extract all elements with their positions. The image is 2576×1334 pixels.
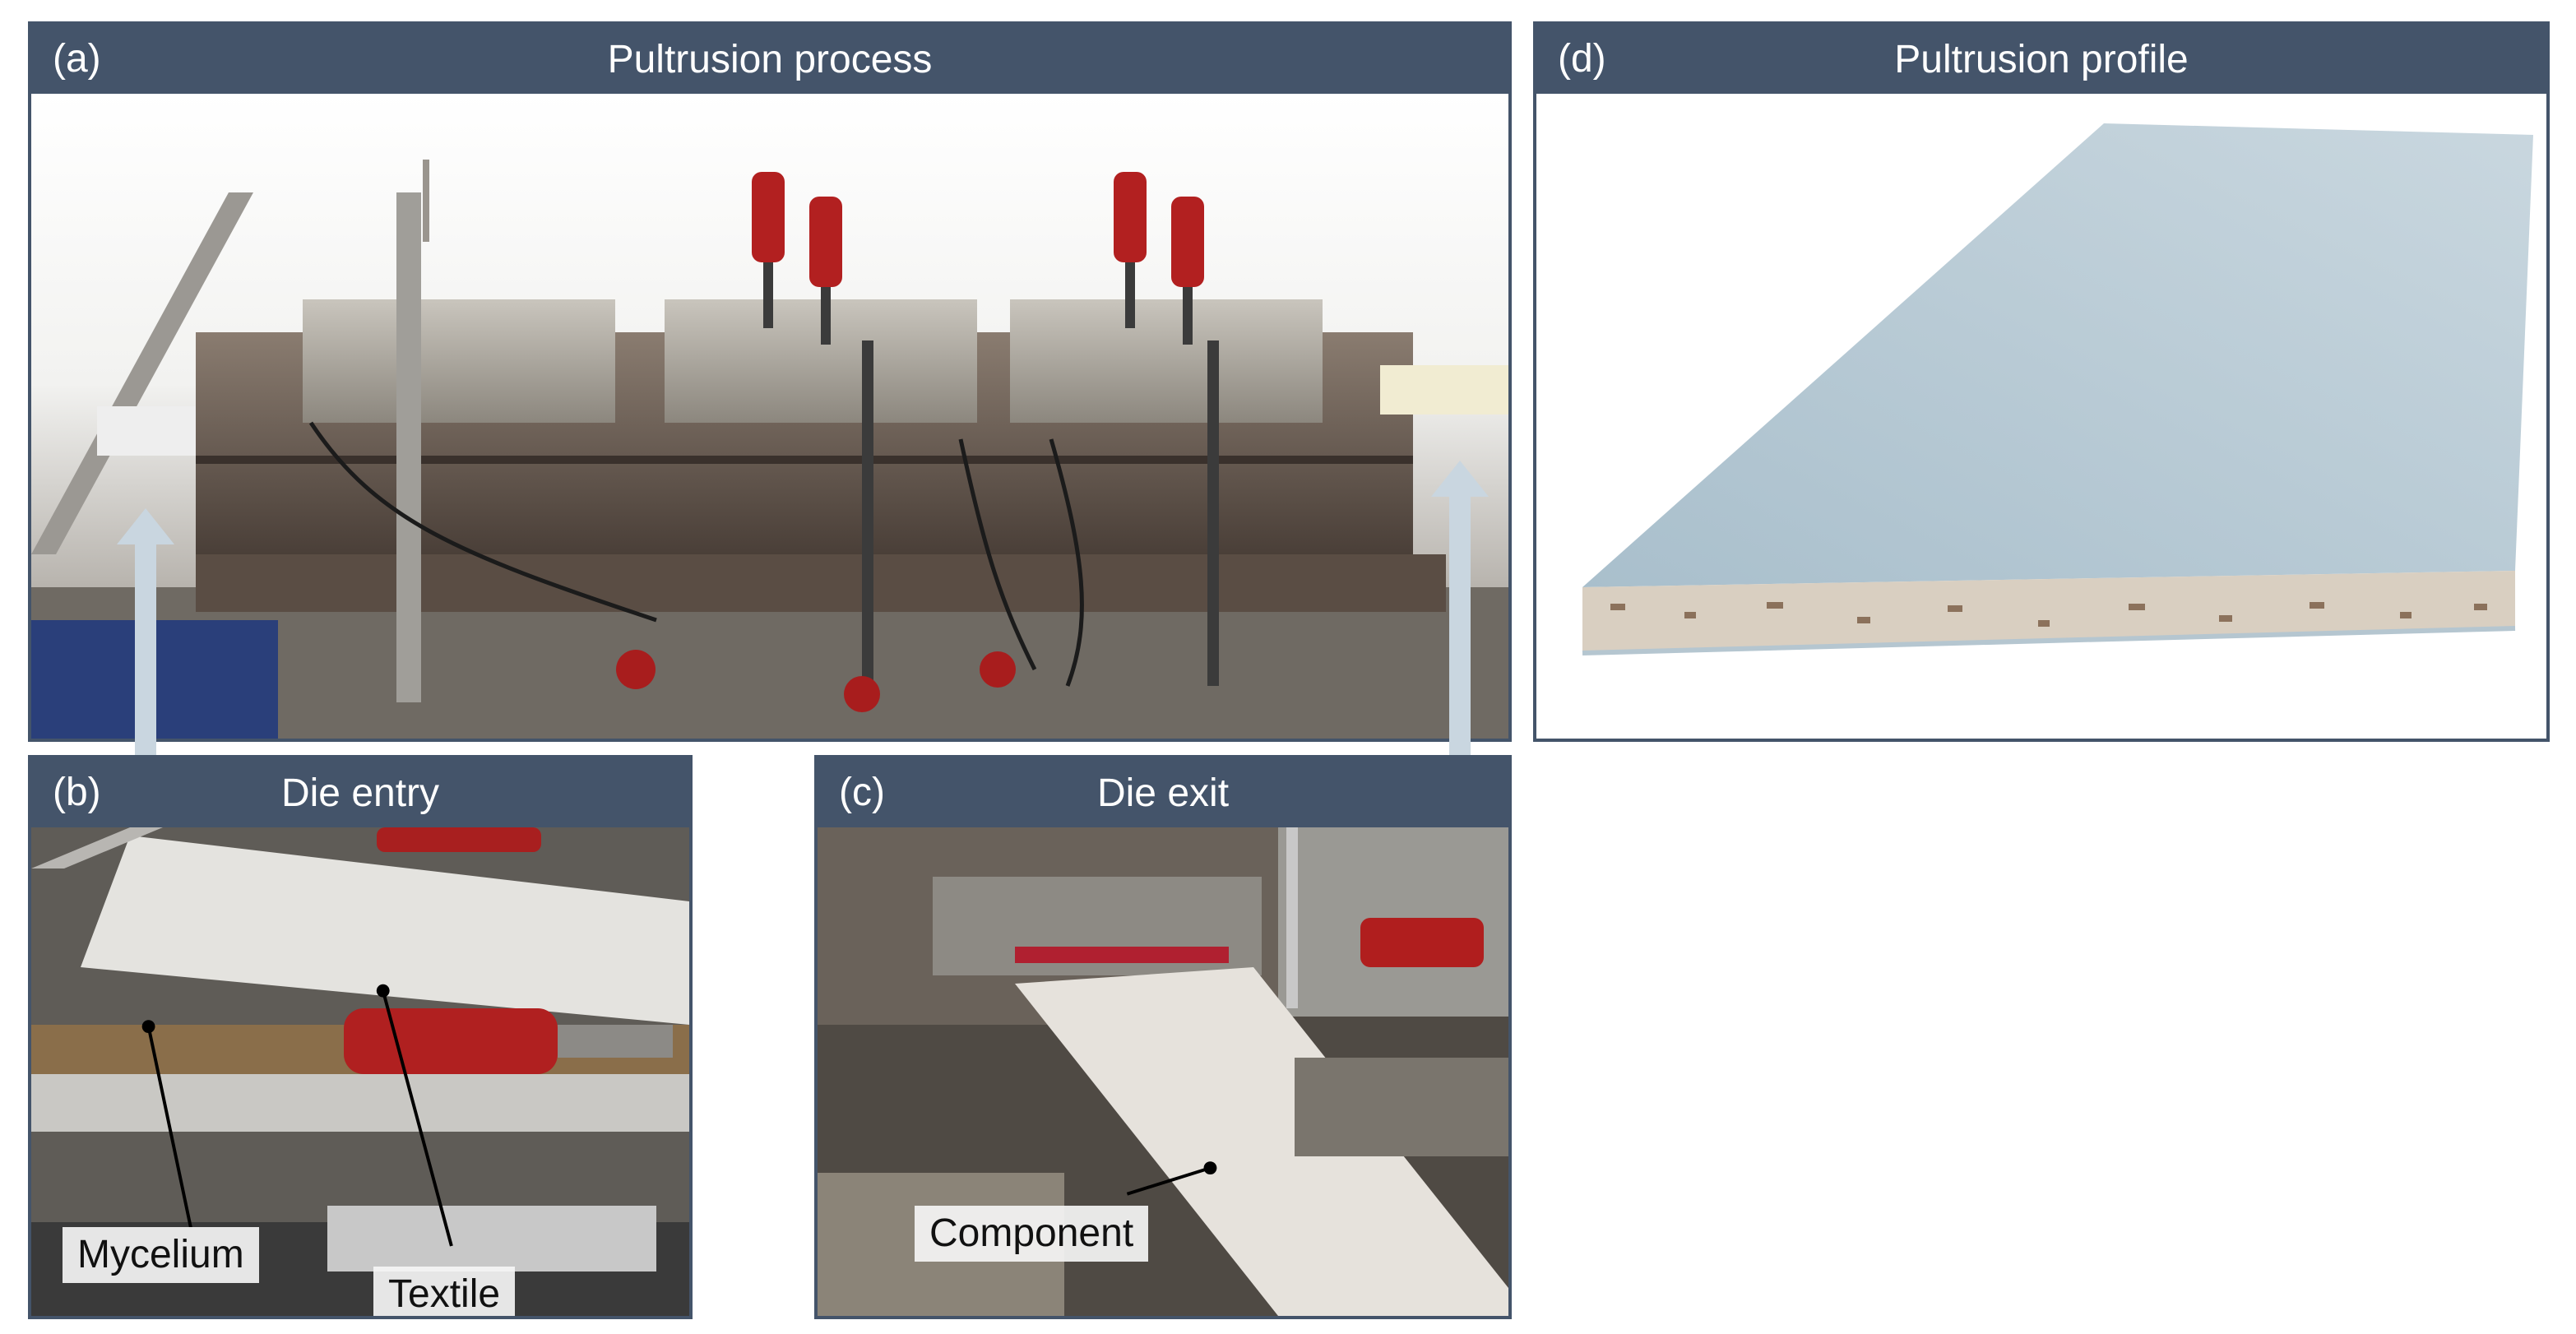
label-textile: Textile	[373, 1267, 516, 1316]
panel-letter: (b)	[53, 771, 101, 814]
panel-letter: (d)	[1558, 37, 1606, 81]
pultrusion-profile-photo	[1536, 94, 2546, 739]
panel-header: (d) Pultrusion profile	[1536, 25, 2546, 94]
arrow-die-exit-icon	[1431, 461, 1489, 755]
pultrusion-machine-photo	[31, 94, 1508, 739]
panel-header: (a) Pultrusion process	[31, 25, 1508, 94]
die-exit-photo	[818, 827, 1508, 1316]
panel-die-exit: (c) Die exit Component	[814, 755, 1512, 1319]
label-component: Component	[915, 1206, 1149, 1262]
panel-die-entry: (b) Die entry Mycelium Textile	[28, 755, 693, 1319]
panel-title: Die exit	[1096, 771, 1230, 815]
panel-title: Pultrusion profile	[1894, 37, 2189, 81]
panel-pultrusion-process: (a) Pultrusion process	[28, 21, 1512, 742]
panel-title: Die entry	[280, 771, 440, 815]
label-mycelium: Mycelium	[63, 1227, 259, 1283]
panel-header: (b) Die entry	[31, 758, 689, 827]
panel-letter: (c)	[839, 771, 885, 814]
panel-title: Pultrusion process	[607, 37, 933, 81]
panel-letter: (a)	[53, 37, 101, 81]
panel-pultrusion-profile: (d) Pultrusion profile	[1533, 21, 2550, 742]
arrow-die-entry-icon	[117, 508, 174, 755]
panel-header: (c) Die exit	[818, 758, 1508, 827]
